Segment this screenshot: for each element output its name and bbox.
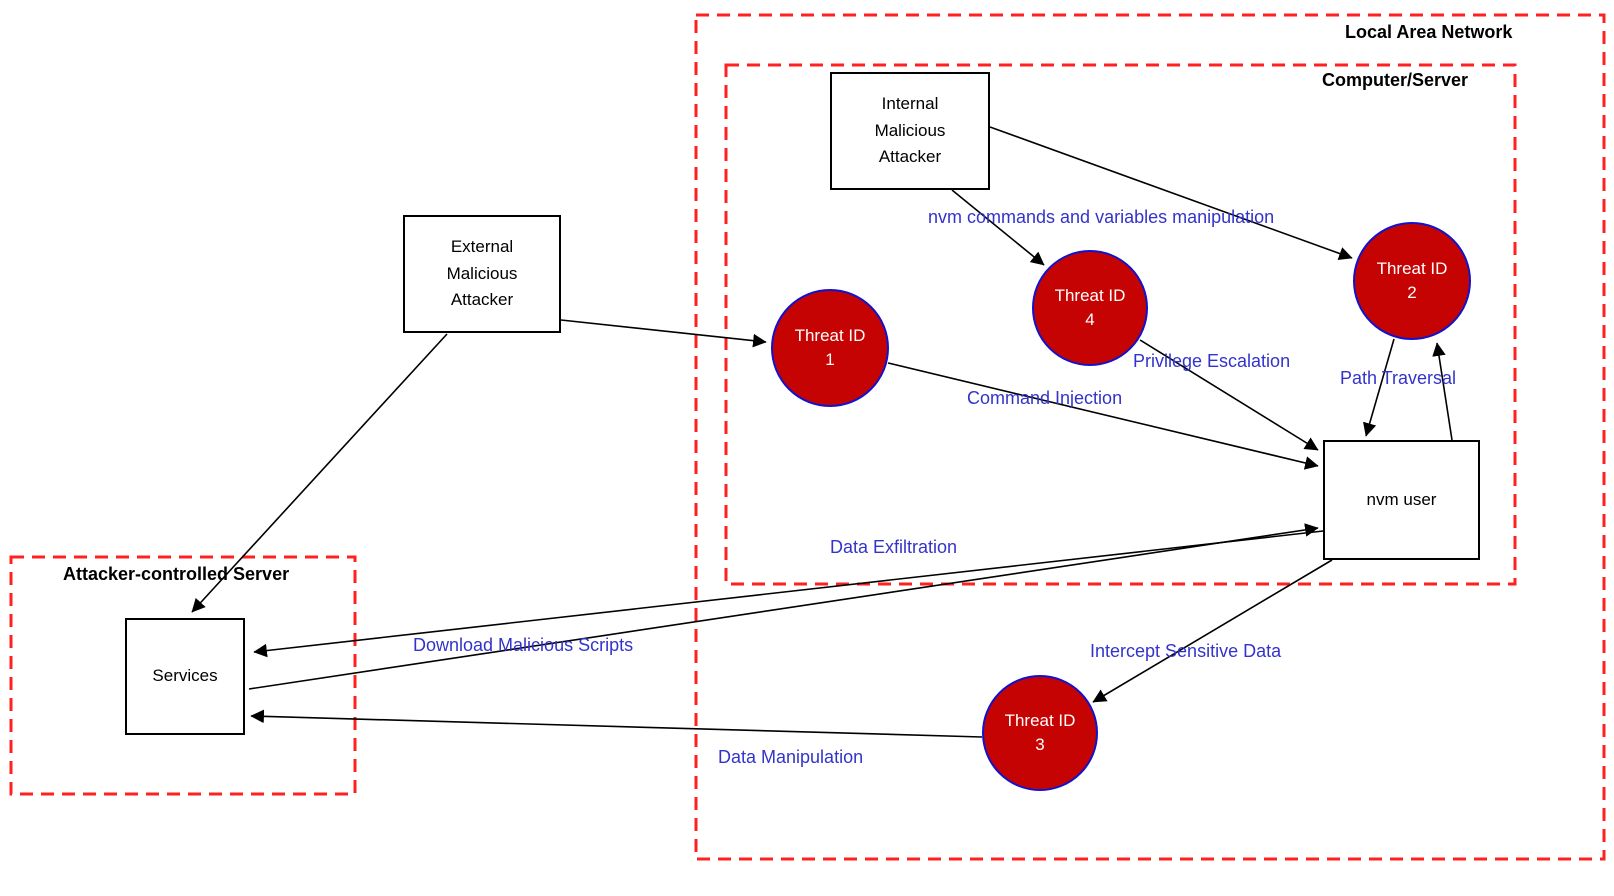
arrow-internal-attacker-to-threat2 [989,126,1353,260]
arrow-services-to-nvm-user-download-malicious-scripts [248,523,1319,690]
flow-label-data-manipulation: Data Manipulation [718,747,864,767]
threat-4-number: 4 [1085,310,1095,329]
arrow-threat2-to-nvm-user [1363,338,1395,437]
boundary-attacker-controlled-server [9,555,357,796]
node-services-label: Services [152,666,218,686]
arrow-external-attacker-to-threat1 [560,319,767,348]
threat-node-2: Threat ID 2 [1353,222,1471,340]
threat-4-name: Threat ID [1054,286,1126,306]
threat-node-3: Threat ID 3 [982,675,1098,791]
arrow-nvm-user-to-services-data-exfiltration [253,530,1324,658]
flow-label-command-injection: Command Injection [967,388,1123,408]
flow-label-download-malicious-scripts: Download Malicious Scripts [413,635,634,655]
flow-label-nvm-commands-manipulation: nvm commands and variables manipulation [928,207,1275,227]
node-services: Services [125,618,245,735]
node-nvm-user-label: nvm user [1366,489,1437,509]
arrow-internal-attacker-to-threat4 [951,189,1045,266]
arrow-external-attacker-to-services [191,333,448,613]
threat-node-1: Threat ID 1 [771,289,889,407]
threat-2-name: Threat ID [1376,259,1448,279]
flow-label-privilege-escalation: Privilege Escalation [1133,351,1291,371]
threat-2-number: 2 [1407,283,1417,302]
arrow-nvm-user-to-threat2-path-traversal [1432,342,1453,441]
arrow-threat3-to-services-data-manipulation [250,709,983,738]
node-nvm-user: nvm user [1323,440,1480,560]
flow-label-path-traversal: Path Traversal [1340,368,1457,388]
flow-label-data-exfiltration: Data Exfiltration [830,537,958,557]
threat-3-number: 3 [1035,735,1045,754]
arrow-threat4-to-nvm-user-privilege-escalation [1139,339,1319,451]
threat-1-name: Threat ID [794,326,866,346]
node-internal-malicious-attacker: Internal Malicious Attacker [830,72,990,190]
arrow-nvm-user-to-threat3-intercept-sensitive-data [1092,559,1333,703]
node-external-malicious-attacker: External Malicious Attacker [403,215,561,333]
arrow-threat1-to-nvm-user-command-injection [887,362,1319,470]
boundary-label-computer-server: Computer/Server [1322,70,1469,90]
threat-node-4: Threat ID 4 [1032,250,1148,366]
threat-3-name: Threat ID [1004,711,1076,731]
threat-1-number: 1 [825,350,835,369]
flow-label-intercept-sensitive-data: Intercept Sensitive Data [1090,641,1282,661]
boundary-label-attacker-controlled-server: Attacker-controlled Server [63,564,290,584]
node-internal-malicious-attacker-label: Internal Malicious Attacker [874,94,946,167]
node-external-malicious-attacker-label: External Malicious Attacker [446,237,518,310]
boundary-label-local-area-network: Local Area Network [1345,22,1513,42]
boundary-local-area-network [694,13,1606,861]
boundary-computer-server [724,63,1517,586]
